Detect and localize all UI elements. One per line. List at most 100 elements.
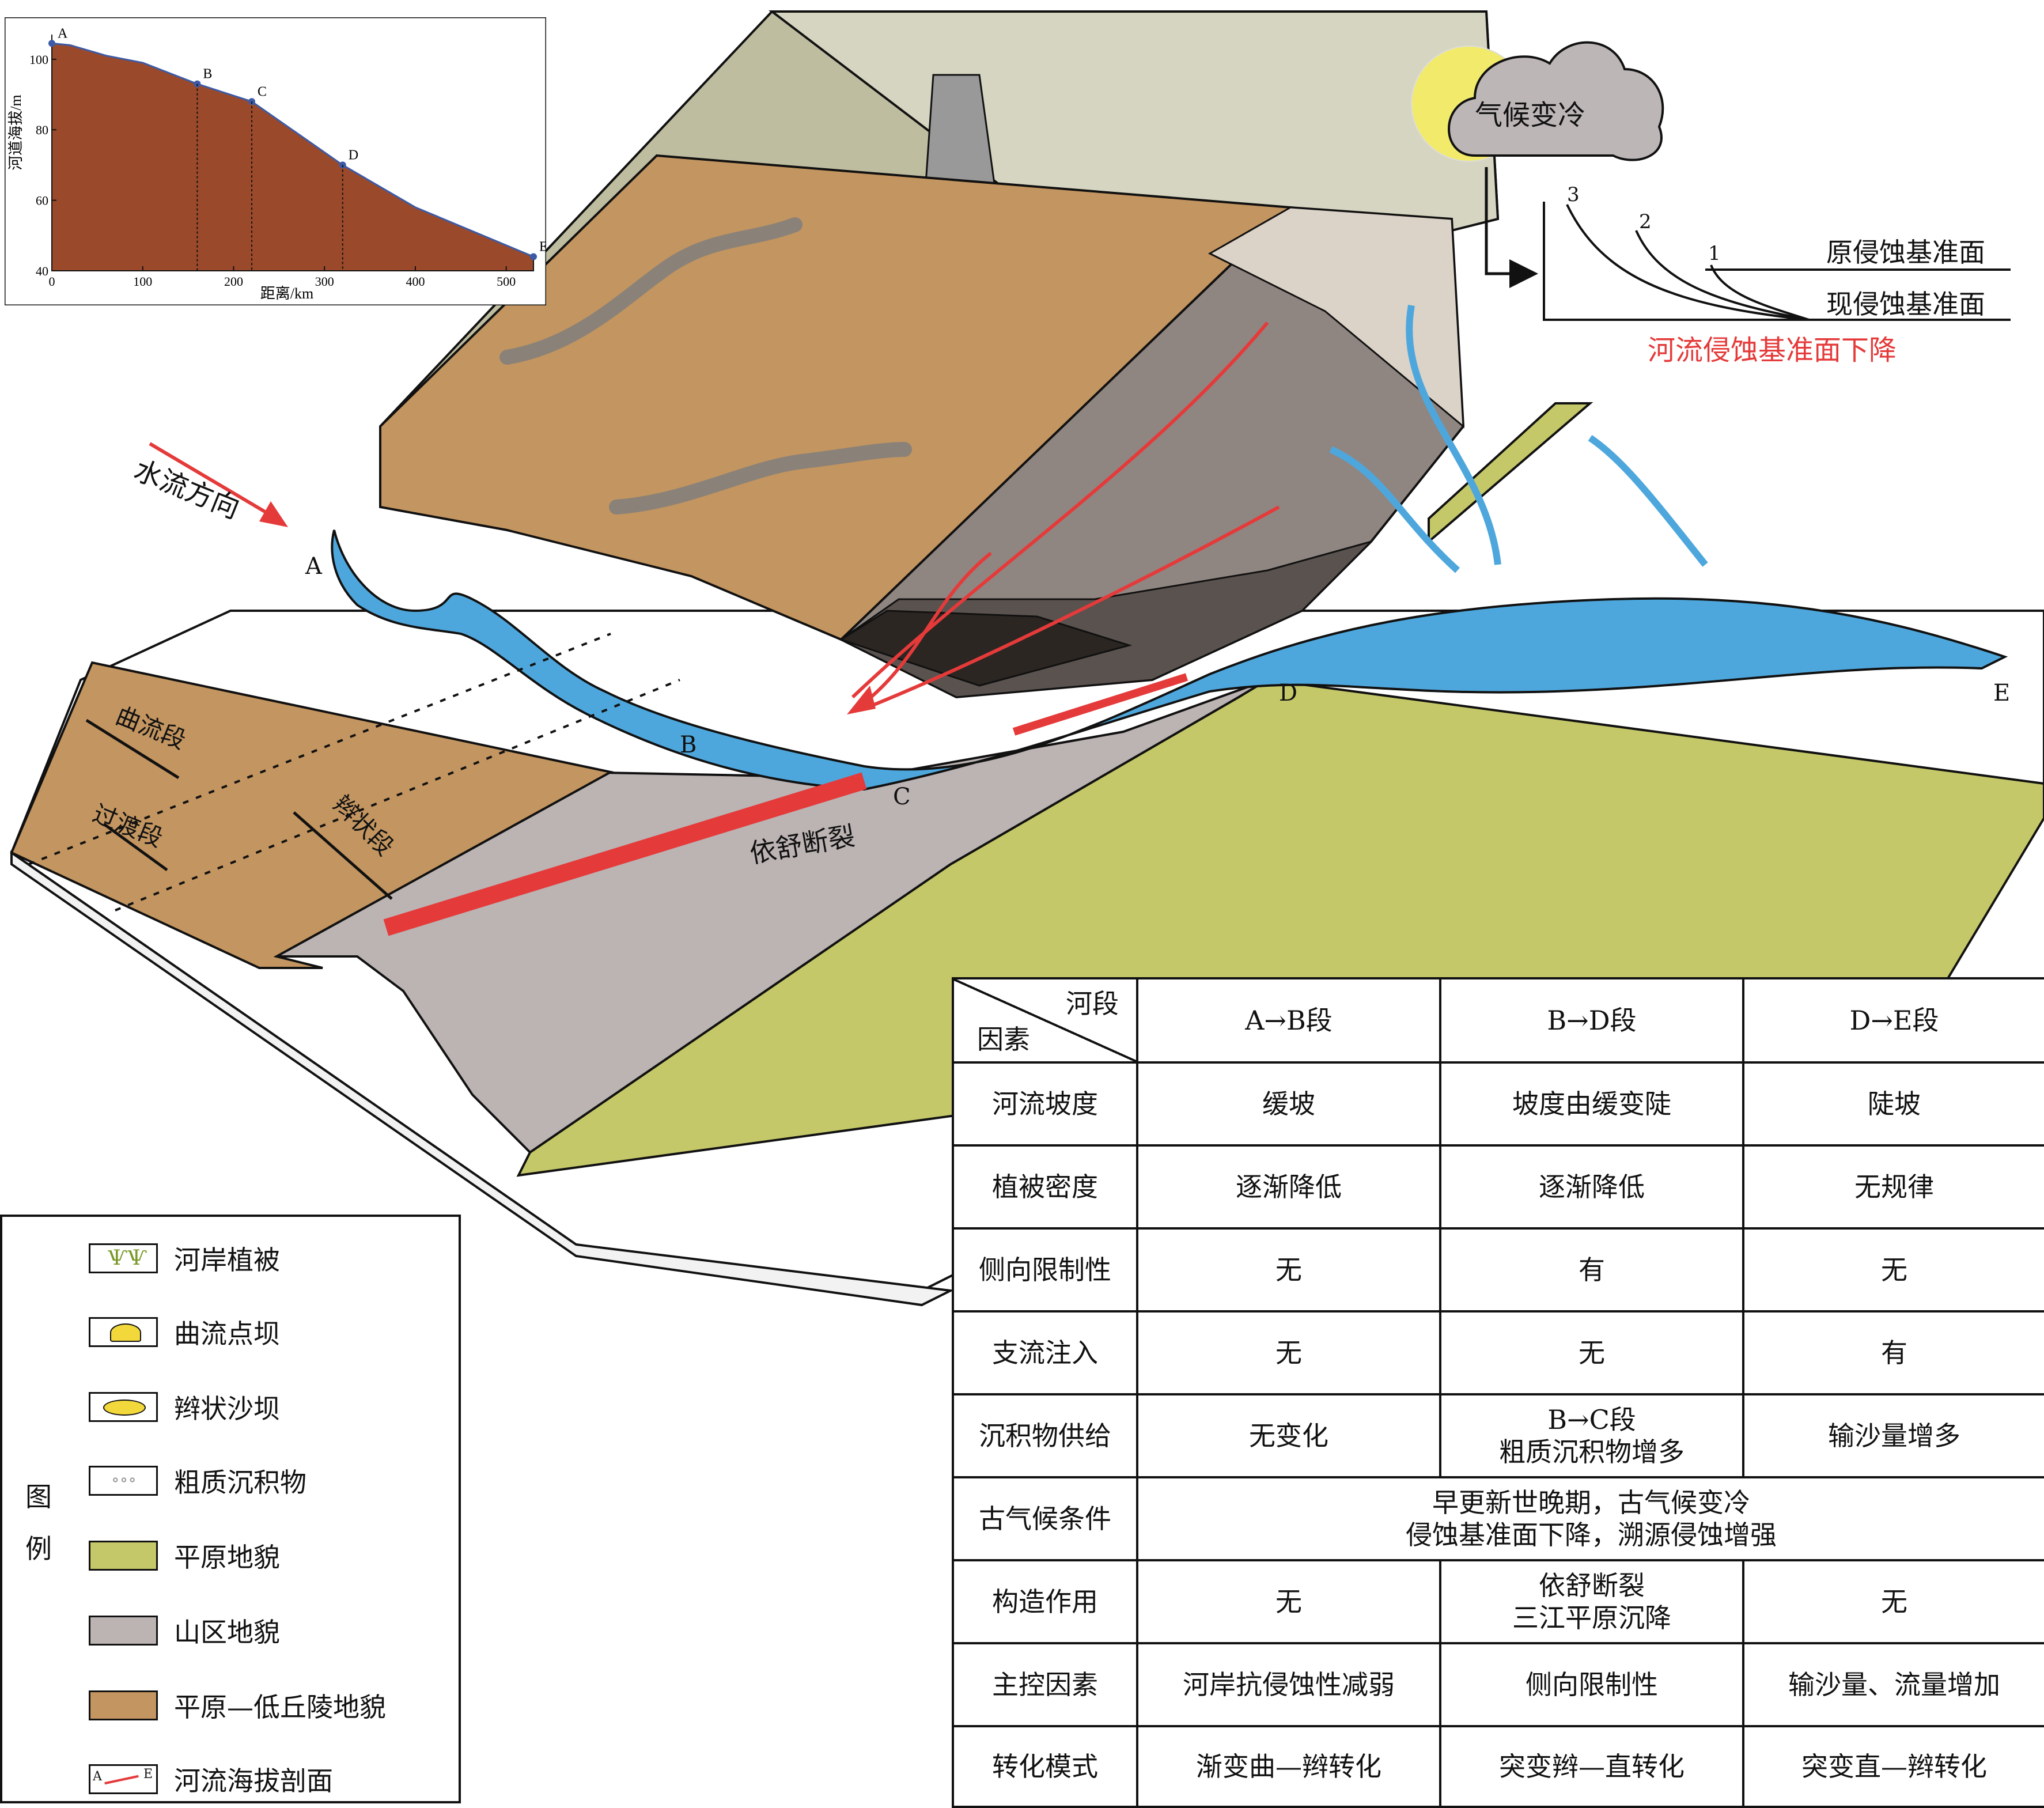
cloud-icon — [1448, 41, 1664, 161]
erosion-curve-2 — [1635, 230, 1810, 321]
table-cell: 陡坡 — [1742, 1061, 2044, 1147]
profile-ytick-label: 100 — [29, 52, 48, 67]
table-cell: 侧向限制性 — [1439, 1642, 1744, 1727]
table-factor: 支流注入 — [952, 1310, 1138, 1395]
segment-divider-2 — [115, 679, 680, 911]
table-row: 古气候条件 早更新世晚期，古气候变冷侵蚀基准面下降，溯源侵蚀增强 — [952, 1476, 2044, 1561]
profile-xtick-label: 500 — [497, 274, 516, 289]
mountain-darkest-layer — [839, 610, 1133, 687]
table-factor: 古气候条件 — [952, 1476, 1138, 1561]
table-factor: 主控因素 — [952, 1642, 1138, 1727]
legend-item-low-hill: 平原—低丘陵地貌 — [89, 1688, 386, 1723]
tributary-3 — [1588, 435, 1708, 567]
table-cell-multiline: 依舒断裂三江平原沉降 — [1439, 1559, 1744, 1644]
base-slab-edge — [10, 850, 955, 1307]
plain-landform-upper — [1428, 402, 1593, 544]
tributary-1 — [1406, 304, 1501, 565]
profile-point — [48, 40, 55, 47]
factor-table: 河段因素 A→B段 B→D段 D→E段 河流坡度 缓坡 坡度由缓变陡 陡坡 植被… — [952, 977, 2044, 1808]
table-row: 构造作用 无 依舒断裂三江平原沉降 无 — [952, 1559, 2044, 1644]
table-row: 支流注入 无 无 有 — [952, 1310, 2044, 1395]
segment-arrow-transition — [103, 822, 168, 872]
profile-point — [194, 80, 201, 88]
curve-number-3: 3 — [1567, 183, 1580, 206]
flow-direction-arrow — [149, 442, 278, 520]
low-hill-landform-left — [10, 661, 614, 969]
fault-line — [383, 772, 867, 936]
climate-link-line — [1485, 167, 1515, 275]
base-level-caption: 河流侵蚀基准面下降 — [1648, 334, 1897, 366]
legend-title-2: 例 — [25, 1533, 52, 1564]
profile-xtick-label: 400 — [406, 274, 425, 289]
table-cell: 渐变曲—辫转化 — [1136, 1725, 1441, 1808]
profile-xtick-label: 200 — [224, 274, 243, 289]
erosion-curve-1 — [1710, 264, 1810, 321]
profile-point-label: D — [349, 147, 358, 162]
sediment-arrowhead — [847, 686, 876, 714]
table-cell: 无规律 — [1742, 1144, 2044, 1230]
table-cell: 缓坡 — [1136, 1061, 1441, 1147]
table-cell: 无 — [1439, 1310, 1744, 1395]
vegetation-icon: ѰѰ — [89, 1243, 158, 1273]
point-c-label: C — [893, 784, 911, 810]
original-base-level-label: 原侵蚀基准面 — [1826, 237, 1985, 268]
table-factor: 侧向限制性 — [952, 1227, 1138, 1312]
legend-item-braid-bar: 辫状沙坝 — [89, 1390, 280, 1424]
table-row: 河流坡度 缓坡 坡度由缓变陡 陡坡 — [952, 1061, 2044, 1147]
table-cell: 突变直—辫转化 — [1742, 1725, 2044, 1808]
table-corner-cell: 河段因素 — [952, 977, 1138, 1064]
plateau-top — [379, 154, 1293, 641]
profile-xtick-label: 0 — [49, 274, 55, 289]
point-bar-icon — [89, 1317, 158, 1347]
point-d-label: D — [1279, 680, 1298, 706]
mountain-swatch — [89, 1616, 158, 1646]
plateau-ridge-1 — [499, 217, 803, 365]
segment-arrow-braided — [293, 811, 393, 900]
sediment-arrow-2 — [863, 551, 992, 705]
table-cell: 无 — [1742, 1227, 2044, 1312]
table-cell: 有 — [1742, 1310, 2044, 1395]
table-cell: 输沙量、流量增加 — [1742, 1642, 2044, 1727]
profile-ylabel: 河道海拔/m — [7, 94, 24, 170]
profile-point-label: E — [539, 240, 546, 255]
legend-item-plain: 平原地貌 — [89, 1538, 280, 1573]
erosion-curve-3 — [1566, 204, 1810, 321]
profile-ytick-label: 80 — [36, 123, 48, 137]
table-row: 主控因素 河岸抗侵蚀性减弱 侧向限制性 输沙量、流量增加 — [952, 1642, 2044, 1727]
curve-number-1: 1 — [1708, 242, 1721, 265]
table-row: 转化模式 渐变曲—辫转化 突变辫—直转化 突变直—辫转化 — [952, 1725, 2044, 1808]
legend-item-point-bar: 曲流点坝 — [89, 1315, 280, 1349]
sediment-arrow-3 — [863, 505, 1280, 710]
fault-line-upper — [1012, 673, 1188, 736]
legend-item-vegetation: ѰѰ 河岸植被 — [89, 1241, 280, 1276]
plain-swatch — [89, 1541, 158, 1571]
flow-direction-arrowhead — [259, 501, 288, 527]
point-e-label: E — [1993, 680, 2011, 706]
climate-link-arrowhead — [1509, 259, 1538, 288]
current-base-level-label: 现侵蚀基准面 — [1826, 289, 1985, 320]
profile-ytick-label: 40 — [36, 264, 48, 278]
base-level-axes — [1543, 202, 2011, 321]
table-cell: 无 — [1742, 1559, 2044, 1644]
table-cell: 坡度由缓变陡 — [1439, 1061, 1744, 1147]
curve-number-2: 2 — [1639, 210, 1652, 233]
table-header: B→D段 — [1439, 977, 1744, 1064]
profile-ytick-label: 60 — [36, 194, 48, 208]
table-cell: 逐渐降低 — [1136, 1144, 1441, 1230]
legend-item-coarse-sediment: ∘∘∘ 粗质沉积物 — [89, 1463, 306, 1498]
segment-arrow-meander — [85, 718, 180, 780]
table-cell: 逐渐降低 — [1439, 1144, 1744, 1230]
point-a-label: A — [305, 553, 322, 580]
mountain-light-top — [1208, 206, 1464, 429]
table-factor: 转化模式 — [952, 1725, 1138, 1808]
table-header-row: 河段因素 A→B段 B→D段 D→E段 — [952, 977, 2044, 1064]
profile-xlabel: 距离/km — [260, 285, 313, 302]
legend-item-profile: A E 河流海拔剖面 — [89, 1762, 333, 1796]
table-factor: 植被密度 — [952, 1144, 1138, 1230]
river-channel — [331, 529, 2008, 791]
coarse-sediment-icon: ∘∘∘ — [89, 1466, 158, 1496]
table-row: 沉积物供给 无变化 B→C段粗质沉积物增多 输沙量增多 — [952, 1393, 2044, 1478]
table-row: 植被密度 逐渐降低 逐渐降低 无规律 — [952, 1144, 2044, 1230]
table-factor: 河流坡度 — [952, 1061, 1138, 1147]
